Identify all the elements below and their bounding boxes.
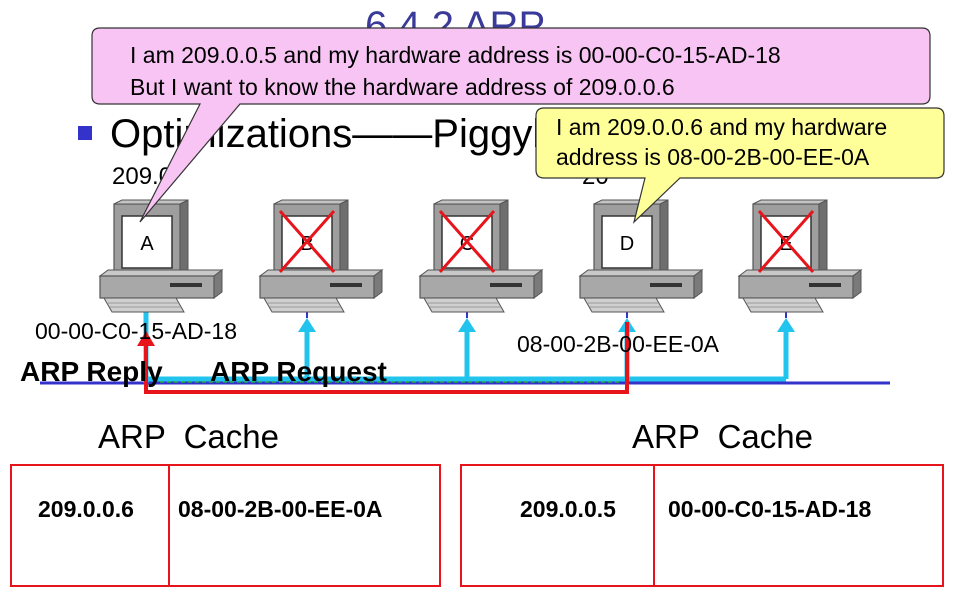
cross-e-2 <box>757 210 815 273</box>
cross-c-2 <box>438 210 496 273</box>
bubble-d <box>535 107 945 224</box>
cache-d-ip: 209.0.0.5 <box>520 496 616 522</box>
host-d-label: D <box>620 233 634 255</box>
host-d: D <box>579 199 703 313</box>
cache-d-table: 209.0.0.5 00-00-C0-15-AD-18 <box>460 464 944 587</box>
bullet-square <box>78 126 92 140</box>
cache-a-ip: 209.0.0.6 <box>38 496 134 522</box>
cross-b-2 <box>278 210 336 273</box>
mac-a-label: 00-00-C0-15-AD-18 <box>35 318 237 344</box>
mac-d-label: 08-00-2B-00-EE-0A <box>517 331 719 357</box>
cache-a-table: 209.0.0.6 08-00-2B-00-EE-0A <box>10 464 441 587</box>
host-a: A <box>99 199 223 313</box>
host-b: B <box>259 199 383 313</box>
arp-reply-label: ARP Reply <box>20 356 163 387</box>
arrow-to-c <box>458 318 476 332</box>
bubble-d-line2: address is 08-00-2B-00-EE-0A <box>556 144 870 170</box>
arrow-to-a <box>137 331 155 346</box>
host-e: E <box>738 199 862 313</box>
cache-a-hw: 08-00-2B-00-EE-0A <box>178 496 383 522</box>
bubble-a-line2: But I want to know the hardware address … <box>130 74 675 100</box>
cache-a-title: ARP Cache <box>98 418 279 455</box>
cache-a-divider <box>168 466 170 585</box>
host-c: C <box>419 199 543 313</box>
arp-request-label: ARP Request <box>210 356 387 387</box>
bubble-a-line1: I am 209.0.0.5 and my hardware address i… <box>130 42 781 68</box>
bubble-d-line1: I am 209.0.0.6 and my hardware <box>556 114 888 140</box>
cache-d-divider <box>653 466 655 585</box>
arp-reply-path <box>137 322 629 394</box>
bubble-a <box>91 27 931 223</box>
cache-d-title: ARP Cache <box>632 418 813 455</box>
arrow-to-b <box>298 318 316 332</box>
cache-d-hw: 00-00-C0-15-AD-18 <box>668 496 872 522</box>
arrow-to-e <box>777 318 795 332</box>
host-a-label: A <box>140 233 154 255</box>
